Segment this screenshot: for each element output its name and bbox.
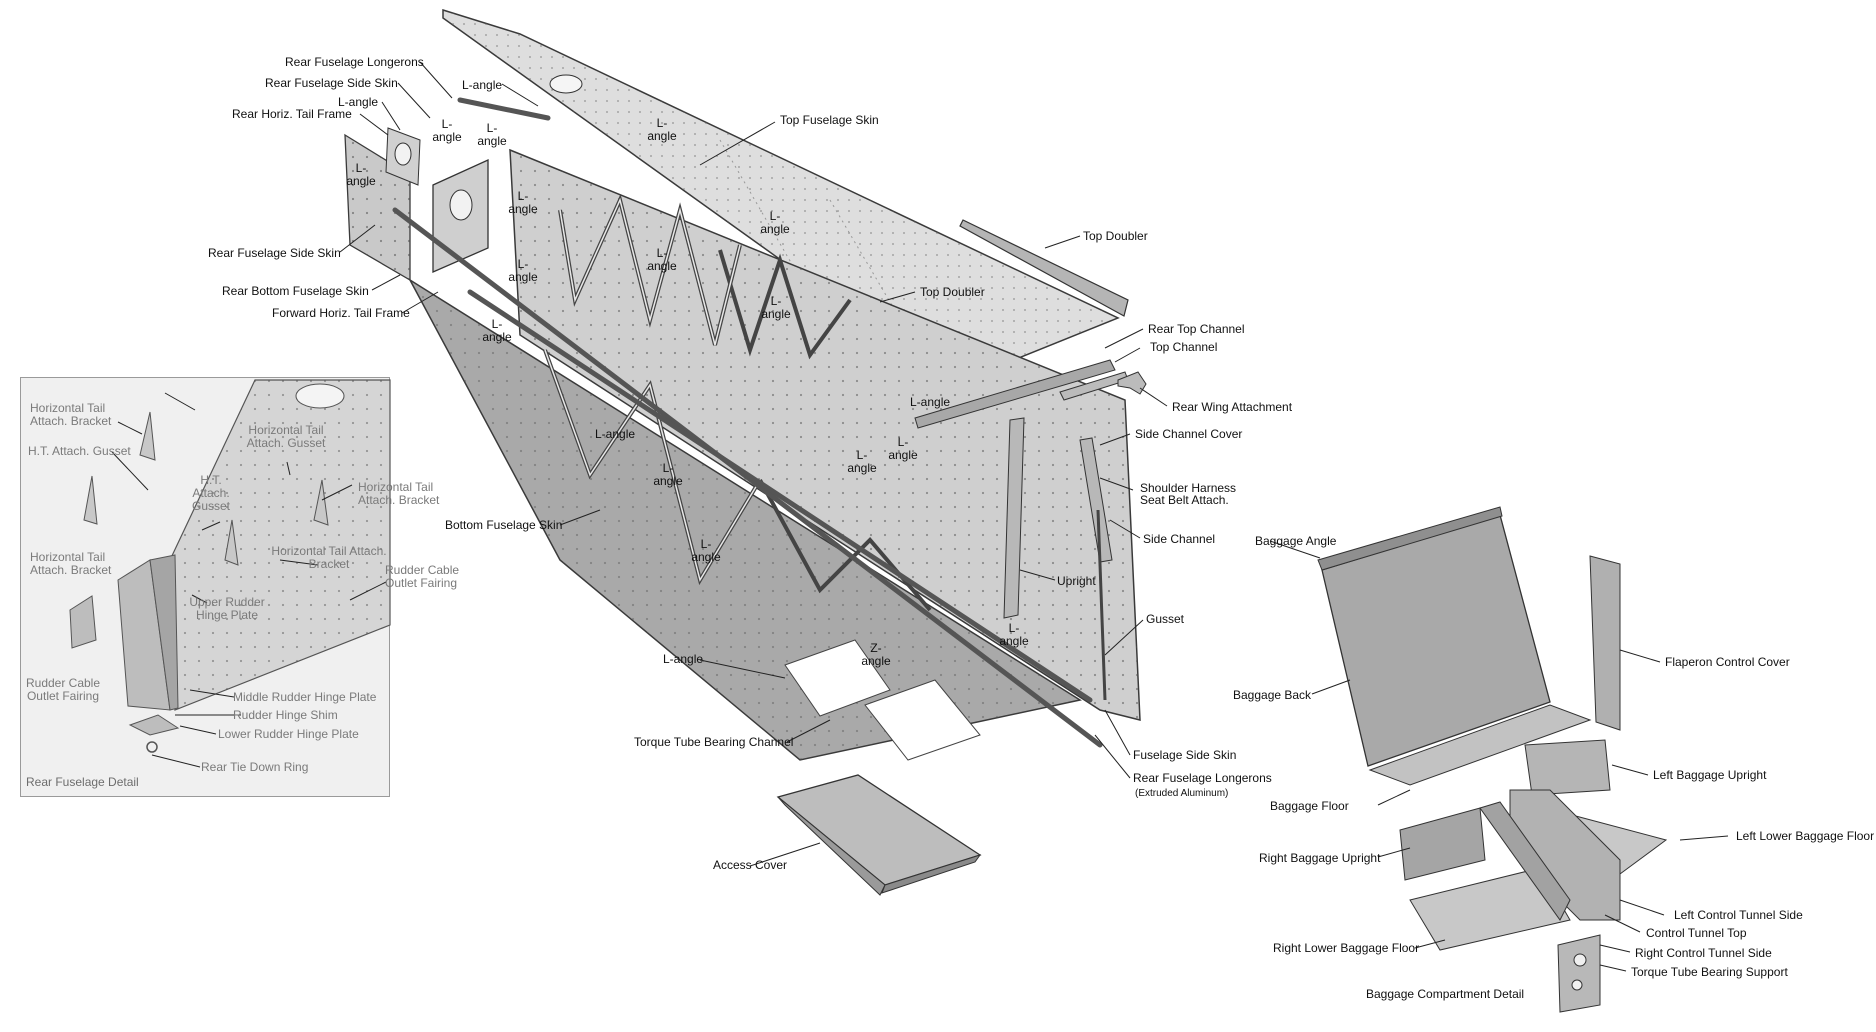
access-cover-shape [776, 774, 982, 896]
label-top-doubler-2: Top Doubler [920, 285, 985, 299]
label-side-channel-cover: Side Channel Cover [1135, 427, 1243, 441]
label-shoulder-harness: Shoulder Harness Seat Belt Attach. [1140, 481, 1237, 507]
label-rear-fuselage-side-skin-top: Rear Fuselage Side Skin [265, 76, 398, 90]
label-l-angle-stack-12: L- angle [691, 537, 721, 564]
label-l-angle-1: L-angle [462, 78, 503, 92]
label-l-angle-2: L-angle [338, 95, 379, 109]
label-extruded-aluminum: (Extruded Aluminum) [1135, 788, 1229, 799]
detail-label-horizontal-tail-attach-bracket-2: Horizontal Tail Attach. Bracket [358, 480, 440, 507]
forward-horiz-tail-frame-shape [432, 158, 489, 273]
top-doubler-shape-1 [959, 219, 1129, 317]
baggage-compartment-title: Baggage Compartment Detail [1366, 987, 1525, 1001]
label-rear-fuselage-longerons: Rear Fuselage Longerons [1133, 771, 1272, 785]
side-channel-parts [1003, 417, 1113, 701]
label-rear-bottom-fuselage-skin: Rear Bottom Fuselage Skin [222, 284, 369, 298]
detail-label-rear-tie-down-ring: Rear Tie Down Ring [201, 760, 309, 774]
label-l-angle-stack-10: L- angle [888, 435, 918, 462]
baggage-label-baggage-back: Baggage Back [1233, 688, 1312, 702]
baggage-label-right-lower-baggage-floor: Right Lower Baggage Floor [1273, 941, 1420, 955]
label-top-channel: Top Channel [1150, 340, 1218, 354]
baggage-label-left-lower-baggage-floor: Left Lower Baggage Floor [1736, 829, 1875, 843]
label-rear-top-channel: Rear Top Channel [1148, 322, 1245, 336]
label-z-angle: Z- angle [861, 641, 891, 668]
label-l-angle-stack-13: L- angle [999, 621, 1029, 648]
detail-label-horizontal-tail-attach-gusset: Horizontal Tail Attach. Gusset [246, 423, 326, 450]
label-l-angle-stack-8: L- angle [761, 294, 791, 321]
label-l-angle-stack-2: L- angle [477, 121, 507, 148]
label-rear-fuselage-side-skin: Rear Fuselage Side Skin [208, 246, 341, 260]
label-rear-fuselage-longerons-top: Rear Fuselage Longerons [285, 55, 424, 69]
detail-label-rudder-cable-outlet-fairing-2: Rudder Cable Outlet Fairing [385, 563, 460, 590]
baggage-compartment-art [1317, 506, 1668, 1013]
label-upright: Upright [1057, 574, 1096, 588]
label-l-angle-stack-1: L- angle [432, 117, 462, 144]
label-rear-wing-attachment: Rear Wing Attachment [1172, 400, 1293, 414]
label-l-angle-stack-11: L- angle [653, 461, 683, 488]
longerons [392, 97, 1103, 748]
label-l-angle-stack-5: L- angle [508, 189, 538, 216]
baggage-label-control-tunnel-top: Control Tunnel Top [1646, 926, 1747, 940]
detail-box-title: Rear Fuselage Detail [26, 775, 139, 789]
label-top-fuselage-skin: Top Fuselage Skin [780, 113, 879, 127]
label-top-doubler-1: Top Doubler [1083, 229, 1148, 243]
leader-lines [111, 61, 1729, 972]
label-side-channel: Side Channel [1143, 532, 1216, 546]
detail-label-lower-rudder-hinge-plate: Lower Rudder Hinge Plate [218, 727, 359, 741]
detail-label-horizontal-tail-attach-bracket-4: Horizontal Tail Attach. Bracket [271, 544, 387, 571]
detail-label-rudder-hinge-shim: Rudder Hinge Shim [233, 708, 338, 722]
label-l-angle-stack-side: L- angle [482, 317, 512, 344]
label-l-angle-3: L-angle [910, 395, 951, 409]
baggage-label-right-baggage-upright: Right Baggage Upright [1259, 851, 1381, 865]
detail-label-upper-rudder-hinge-plate: Upper Rudder Hinge Plate [189, 595, 265, 622]
label-rear-horiz-tail-frame: Rear Horiz. Tail Frame [232, 107, 352, 121]
label-l-angle-4: L-angle [595, 427, 636, 441]
baggage-label-left-baggage-upright: Left Baggage Upright [1653, 768, 1767, 782]
label-fuselage-side-skin: Fuselage Side Skin [1133, 748, 1237, 762]
label-l-angle-stack-3: L- angle [346, 161, 376, 188]
label-torque-tube-bearing-channel: Torque Tube Bearing Channel [634, 735, 794, 749]
label-bottom-fuselage-skin: Bottom Fuselage Skin [445, 518, 563, 532]
detail-label-ht-attach-gusset-1: H.T. Attach. Gusset [28, 444, 131, 458]
baggage-label-flaperon-control-cover: Flaperon Control Cover [1665, 655, 1790, 669]
label-l-angle-5: L-angle [663, 652, 704, 666]
rear-fuselage-detail-art [69, 379, 391, 753]
label-forward-horiz-tail-frame: Forward Horiz. Tail Frame [272, 306, 410, 320]
baggage-label-left-control-tunnel-side: Left Control Tunnel Side [1674, 908, 1803, 922]
label-l-angle-stack-9: L- angle [847, 448, 877, 475]
detail-label-horizontal-tail-attach-bracket-1: Horizontal Tail Attach. Bracket [30, 401, 112, 428]
top-fuselage-skin [442, 8, 1120, 385]
bottom-fuselage-skin [408, 277, 1082, 761]
label-l-angle-stack-side-2: L- angle [508, 257, 538, 284]
top-channels [914, 359, 1129, 429]
baggage-label-torque-tube-bearing-support: Torque Tube Bearing Support [1631, 965, 1788, 979]
baggage-label-right-control-tunnel-side: Right Control Tunnel Side [1635, 946, 1772, 960]
label-access-cover: Access Cover [713, 858, 788, 872]
baggage-label-baggage-floor: Baggage Floor [1270, 799, 1349, 813]
detail-label-ht-attach-gusset-2: H.T. Attach. Gusset [191, 473, 231, 513]
label-l-angle-stack-4: L- angle [647, 116, 677, 143]
detail-label-rudder-cable-outlet-fairing-1: Rudder Cable Outlet Fairing [25, 676, 101, 703]
baggage-label-baggage-angle: Baggage Angle [1255, 534, 1337, 548]
label-l-angle-stack-6: L- angle [760, 209, 790, 236]
label-gusset: Gusset [1146, 612, 1185, 626]
label-l-angle-stack-7: L- angle [647, 246, 677, 273]
rear-wing-attachment-shape [1117, 371, 1147, 395]
detail-label-horizontal-tail-attach-bracket-3: Horizontal Tail Attach. Bracket [30, 550, 112, 577]
detail-label-middle-rudder-hinge-plate: Middle Rudder Hinge Plate [233, 690, 377, 704]
rear-horiz-tail-frame-shape [385, 127, 421, 186]
